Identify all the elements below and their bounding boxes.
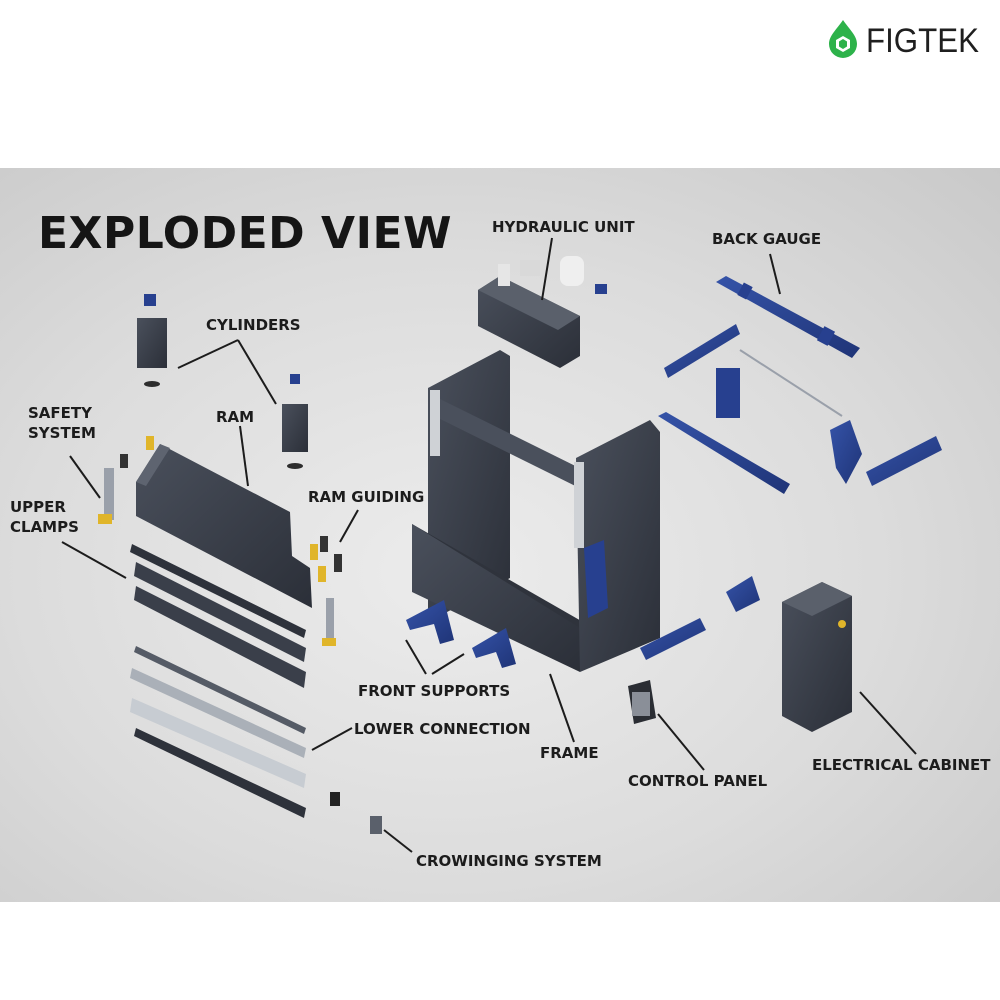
label-ram: RAM xyxy=(216,408,255,426)
label-hydraulic-unit: HYDRAULIC UNIT xyxy=(492,218,635,236)
upper-clamps-part xyxy=(130,544,306,688)
crowning-system-part xyxy=(330,792,382,834)
electrical-cabinet-part xyxy=(782,582,852,732)
lower-connection-part xyxy=(130,646,306,818)
label-electrical-cabinet: ELECTRICAL CABINET xyxy=(812,756,991,774)
brand-logo: FIGTEK xyxy=(826,18,986,62)
label-frame: FRAME xyxy=(540,744,599,762)
label-back-gauge: BACK GAUGE xyxy=(712,230,822,248)
exploded-view-panel: EXPLODED VIEW HYDRAULIC UNIT BACK GAUGE … xyxy=(0,168,1000,902)
label-control-panel: CONTROL PANEL xyxy=(628,772,768,790)
label-safety-system-line1: SAFETY xyxy=(28,404,92,422)
exploded-view-illustration xyxy=(61,237,942,853)
cylinders-part xyxy=(137,294,308,469)
label-front-supports: FRONT SUPPORTS xyxy=(358,682,511,700)
diagram-title: EXPLODED VIEW xyxy=(38,208,453,259)
leader-lines xyxy=(61,237,917,853)
drop-leaf-icon xyxy=(829,20,857,58)
back-gauge-part xyxy=(658,276,942,494)
label-upper-clamps-line1: UPPER xyxy=(10,498,66,516)
label-cylinders: CYLINDERS xyxy=(206,316,301,334)
ram-guiding-part xyxy=(310,536,342,646)
safety-system-part xyxy=(98,436,154,524)
label-safety-system-line2: SYSTEM xyxy=(28,424,96,442)
brand-name: FIGTEK xyxy=(866,22,979,60)
control-panel-part xyxy=(628,576,760,724)
hydraulic-unit-part xyxy=(478,256,607,368)
label-lower-connection: LOWER CONNECTION xyxy=(354,720,531,738)
label-ram-guiding: RAM GUIDING xyxy=(308,488,425,506)
front-supports-part xyxy=(406,600,516,668)
label-crowinging-system: CROWINGING SYSTEM xyxy=(416,852,602,870)
frame-part xyxy=(412,350,660,672)
ram-part xyxy=(136,444,312,608)
label-upper-clamps-line2: CLAMPS xyxy=(10,518,79,536)
